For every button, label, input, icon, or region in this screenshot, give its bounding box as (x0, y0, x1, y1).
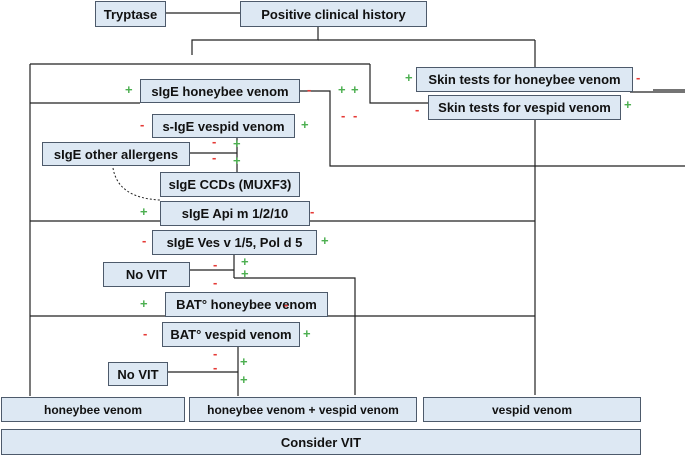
skin-tests-honeybee-box: Skin tests for honeybee venom (416, 67, 633, 92)
bat-honeybee-box: BAT° honeybee venom (165, 292, 328, 317)
minus-sign: - (140, 117, 145, 132)
plus-sign: + (233, 153, 241, 168)
minus-sign: - (307, 82, 312, 97)
minus-sign: - (636, 70, 641, 85)
plus-sign: + (321, 233, 329, 248)
skin-tests-vespid-box: Skin tests for vespid venom (428, 95, 621, 120)
plus-sign: + (240, 354, 248, 369)
plus-sign: + (303, 326, 311, 341)
plus-sign: + (405, 70, 413, 85)
plus-sign: + (241, 254, 249, 269)
plus-sign: + (241, 266, 249, 281)
minus-sign: - (213, 360, 218, 375)
sige-api-box: sIgE Api m 1/2/10 (160, 201, 310, 226)
minus-sign: - (213, 257, 218, 272)
plus-sign: + (140, 296, 148, 311)
sige-vespid-box: s-IgE vespid venom (152, 114, 295, 138)
sige-ccds-box: sIgE CCDs (MUXF3) (160, 172, 300, 197)
outcome-honeybee-vespid-box: honeybee venom + vespid venom (189, 397, 417, 422)
sige-other-allergens-box: sIgE other allergens (42, 142, 190, 166)
minus-sign: - (353, 108, 358, 123)
minus-sign: - (415, 102, 420, 117)
outcome-honeybee-box: honeybee venom (1, 397, 185, 422)
positive-clinical-history-box: Positive clinical history (240, 1, 427, 27)
plus-sign: + (301, 117, 309, 132)
consider-vit-box: Consider VIT (1, 429, 641, 455)
plus-sign: + (140, 204, 148, 219)
minus-sign: - (310, 204, 315, 219)
minus-sign: - (213, 275, 218, 290)
bat-vespid-box: BAT° vespid venom (162, 322, 300, 347)
plus-sign: + (125, 82, 133, 97)
minus-sign: - (143, 326, 148, 341)
tryptase-box: Tryptase (95, 1, 166, 27)
plus-sign: + (338, 82, 346, 97)
outcome-vespid-box: vespid venom (423, 397, 641, 422)
minus-sign: - (142, 233, 147, 248)
minus-sign: - (212, 134, 217, 149)
sige-ves-box: sIgE Ves v 1/5, Pol d 5 (152, 230, 317, 255)
minus-sign: - (284, 297, 289, 312)
minus-sign: - (341, 108, 346, 123)
no-vit-box-1: No VIT (103, 262, 190, 287)
sige-honeybee-box: sIgE honeybee venom (140, 79, 300, 103)
plus-sign: + (624, 97, 632, 112)
no-vit-box-2: No VIT (108, 362, 168, 386)
minus-sign: - (212, 150, 217, 165)
minus-sign: - (213, 346, 218, 361)
plus-sign: + (233, 136, 241, 151)
plus-sign: + (240, 372, 248, 387)
plus-sign: + (351, 82, 359, 97)
